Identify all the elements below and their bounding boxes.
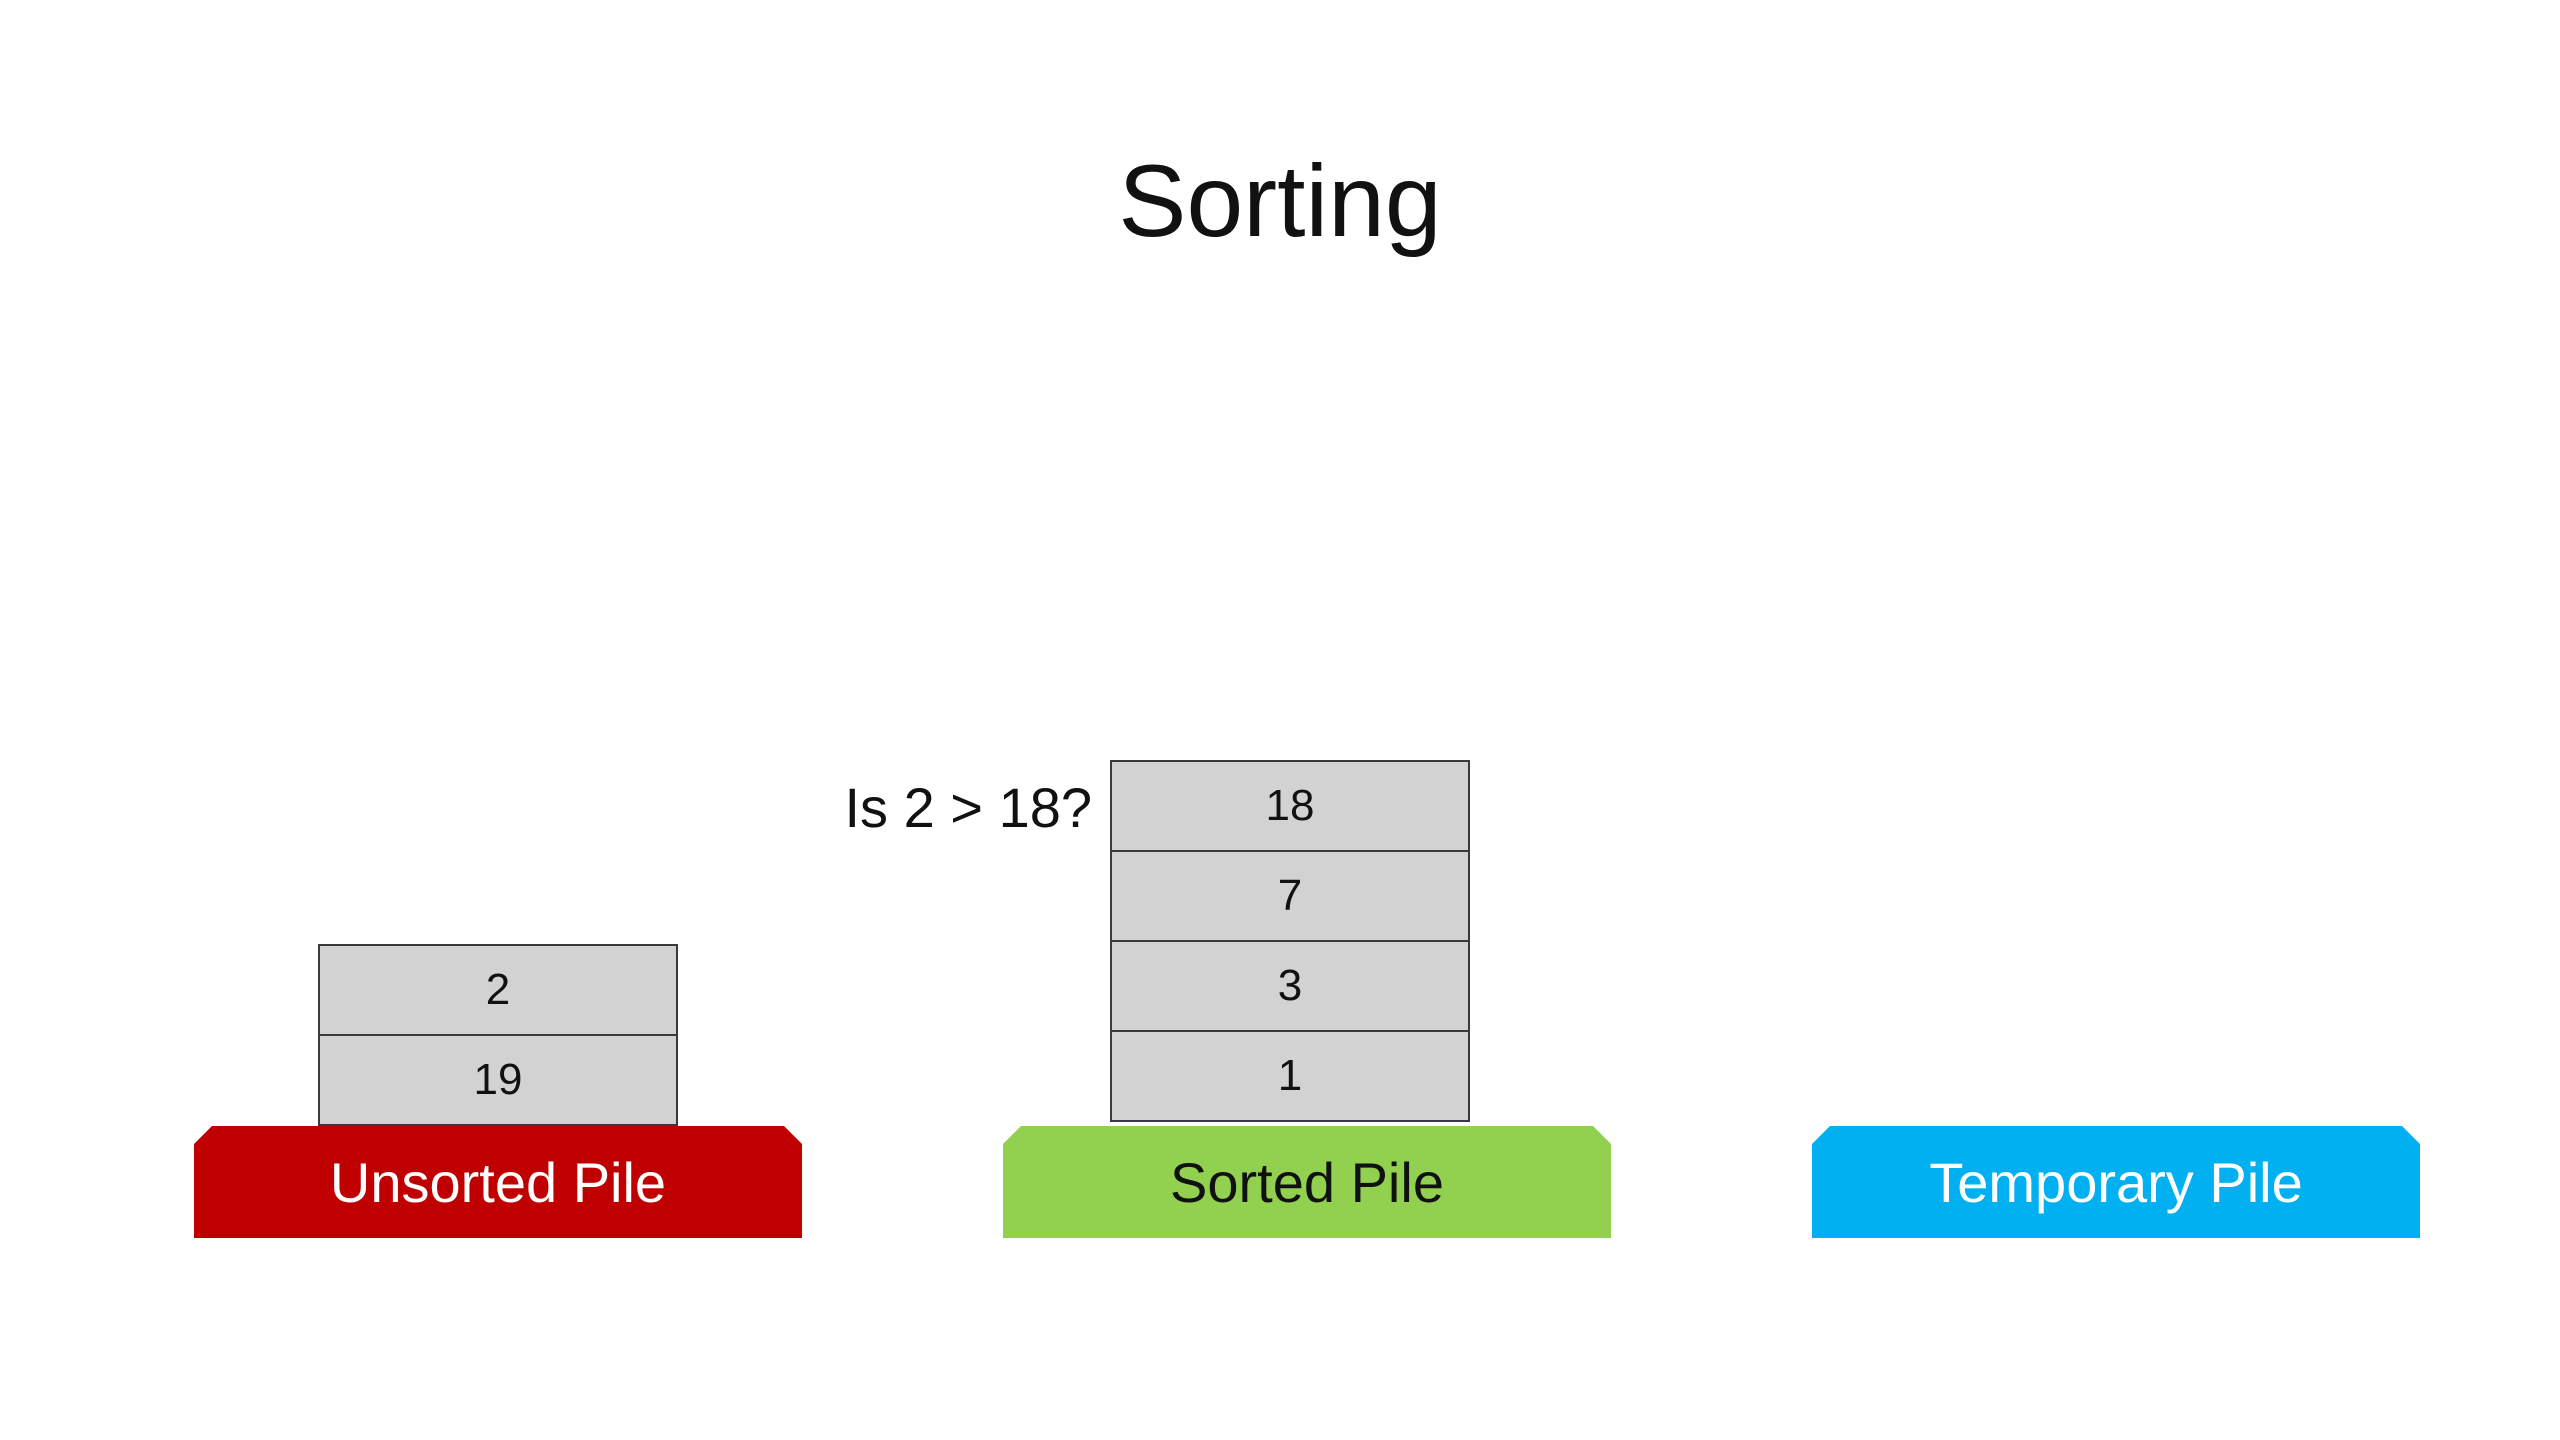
sorted-pile-stack: 18 7 3 1 [1110, 760, 1470, 1122]
unsorted-pile-stack: 2 19 [318, 944, 678, 1126]
unsorted-pile-base: Unsorted Pile [194, 1126, 802, 1238]
sorted-card-3[interactable]: 3 [1110, 940, 1470, 1032]
comparison-question: Is 2 > 18? [844, 776, 1092, 839]
sorted-card-1[interactable]: 18 [1110, 760, 1470, 852]
unsorted-card-top[interactable]: 2 [318, 944, 678, 1036]
sorted-pile-base: Sorted Pile [1003, 1126, 1611, 1238]
sorted-card-2[interactable]: 7 [1110, 850, 1470, 942]
temporary-pile-base: Temporary Pile [1812, 1126, 2420, 1238]
slide-title: Sorting [1118, 144, 1442, 258]
sorted-card-4[interactable]: 1 [1110, 1030, 1470, 1122]
unsorted-card-bottom[interactable]: 19 [318, 1034, 678, 1126]
